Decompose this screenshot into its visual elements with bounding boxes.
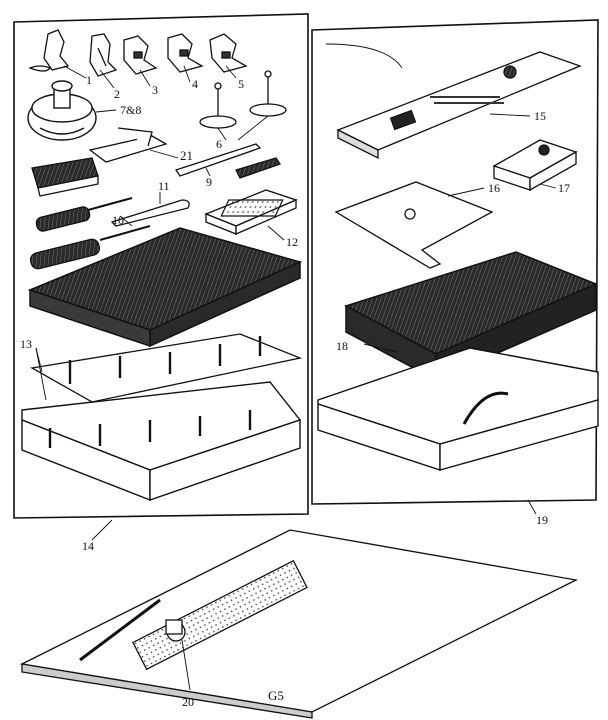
stitch-guide-15: [336, 51, 582, 160]
seam-ripper-9: [174, 143, 282, 179]
needle-box: [31, 157, 99, 197]
callout-12: 12: [286, 235, 298, 249]
lint-brush-11: [110, 199, 190, 227]
callout-2: 2: [114, 87, 120, 101]
presser-foot-2: [89, 33, 118, 77]
callout-14: 14: [82, 539, 94, 553]
figure-code: G5: [268, 688, 284, 703]
callout-11: 11: [158, 179, 170, 193]
callout-4: 4: [192, 77, 198, 91]
small-case-17: [492, 139, 578, 192]
callout-10: 10: [112, 213, 124, 227]
presser-foot-3: [123, 35, 158, 75]
tray-insert-13: [30, 333, 303, 403]
throat-plate-16: [334, 181, 494, 269]
callout-16: 16: [488, 181, 500, 195]
right-panel-frame: [311, 19, 599, 505]
callout-9: 9: [206, 175, 212, 189]
callout-19: 19: [536, 513, 548, 527]
callout-1: 1: [86, 73, 92, 87]
presser-foot-4: [167, 33, 204, 73]
left-panel-frame: [13, 13, 309, 519]
spool-pins-6: [199, 70, 287, 129]
callout-20: 20: [182, 695, 194, 709]
callout-21: 21: [180, 148, 193, 163]
callout-17: 17: [558, 181, 570, 195]
callout-15: 15: [534, 109, 546, 123]
callout-7-8: 7&8: [120, 103, 142, 117]
callout-18: 18: [336, 339, 348, 353]
case-base-19: [317, 347, 599, 471]
accessory-box-12: [204, 189, 298, 235]
tool-21: [88, 127, 168, 163]
callout-13: 13: [20, 337, 32, 351]
tray-base-14: [21, 381, 302, 502]
tray-lid: [27, 227, 303, 348]
presser-foot-5: [209, 33, 248, 73]
screwdrivers-10: [29, 197, 151, 270]
callout-6: 6: [216, 137, 222, 151]
callout-5: 5: [238, 77, 244, 91]
measuring-guide-20: [19, 529, 579, 719]
callout-3: 3: [152, 83, 158, 97]
bobbin-case-7-8: [27, 80, 97, 141]
presser-foot-1: [28, 29, 70, 72]
